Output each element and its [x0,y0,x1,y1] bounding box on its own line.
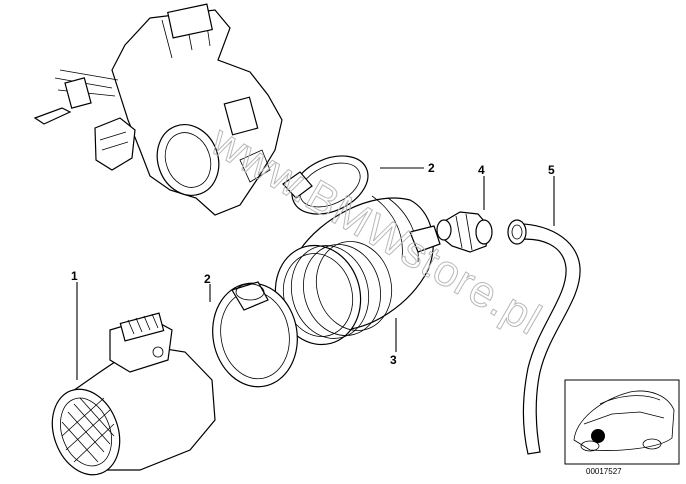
callout-4: 4 [478,163,485,177]
callout-2-lower: 2 [204,272,211,286]
intake-boot [274,195,441,346]
air-mass-meter [51,312,216,476]
car-location-inset: 00017527 [564,379,680,476]
vent-hose [507,219,581,455]
location-marker-icon [591,429,605,443]
callout-3: 3 [390,353,397,367]
throttle-body [33,3,283,216]
leader-lines [76,167,555,380]
callout-2-upper: 2 [428,161,435,175]
callout-1: 1 [71,269,78,283]
hose-clamp-upper [282,155,369,215]
hose-connector [436,211,493,253]
callout-5: 5 [548,163,555,177]
hose-clamp-lower [212,281,298,388]
reference-number: 00017527 [586,467,622,476]
